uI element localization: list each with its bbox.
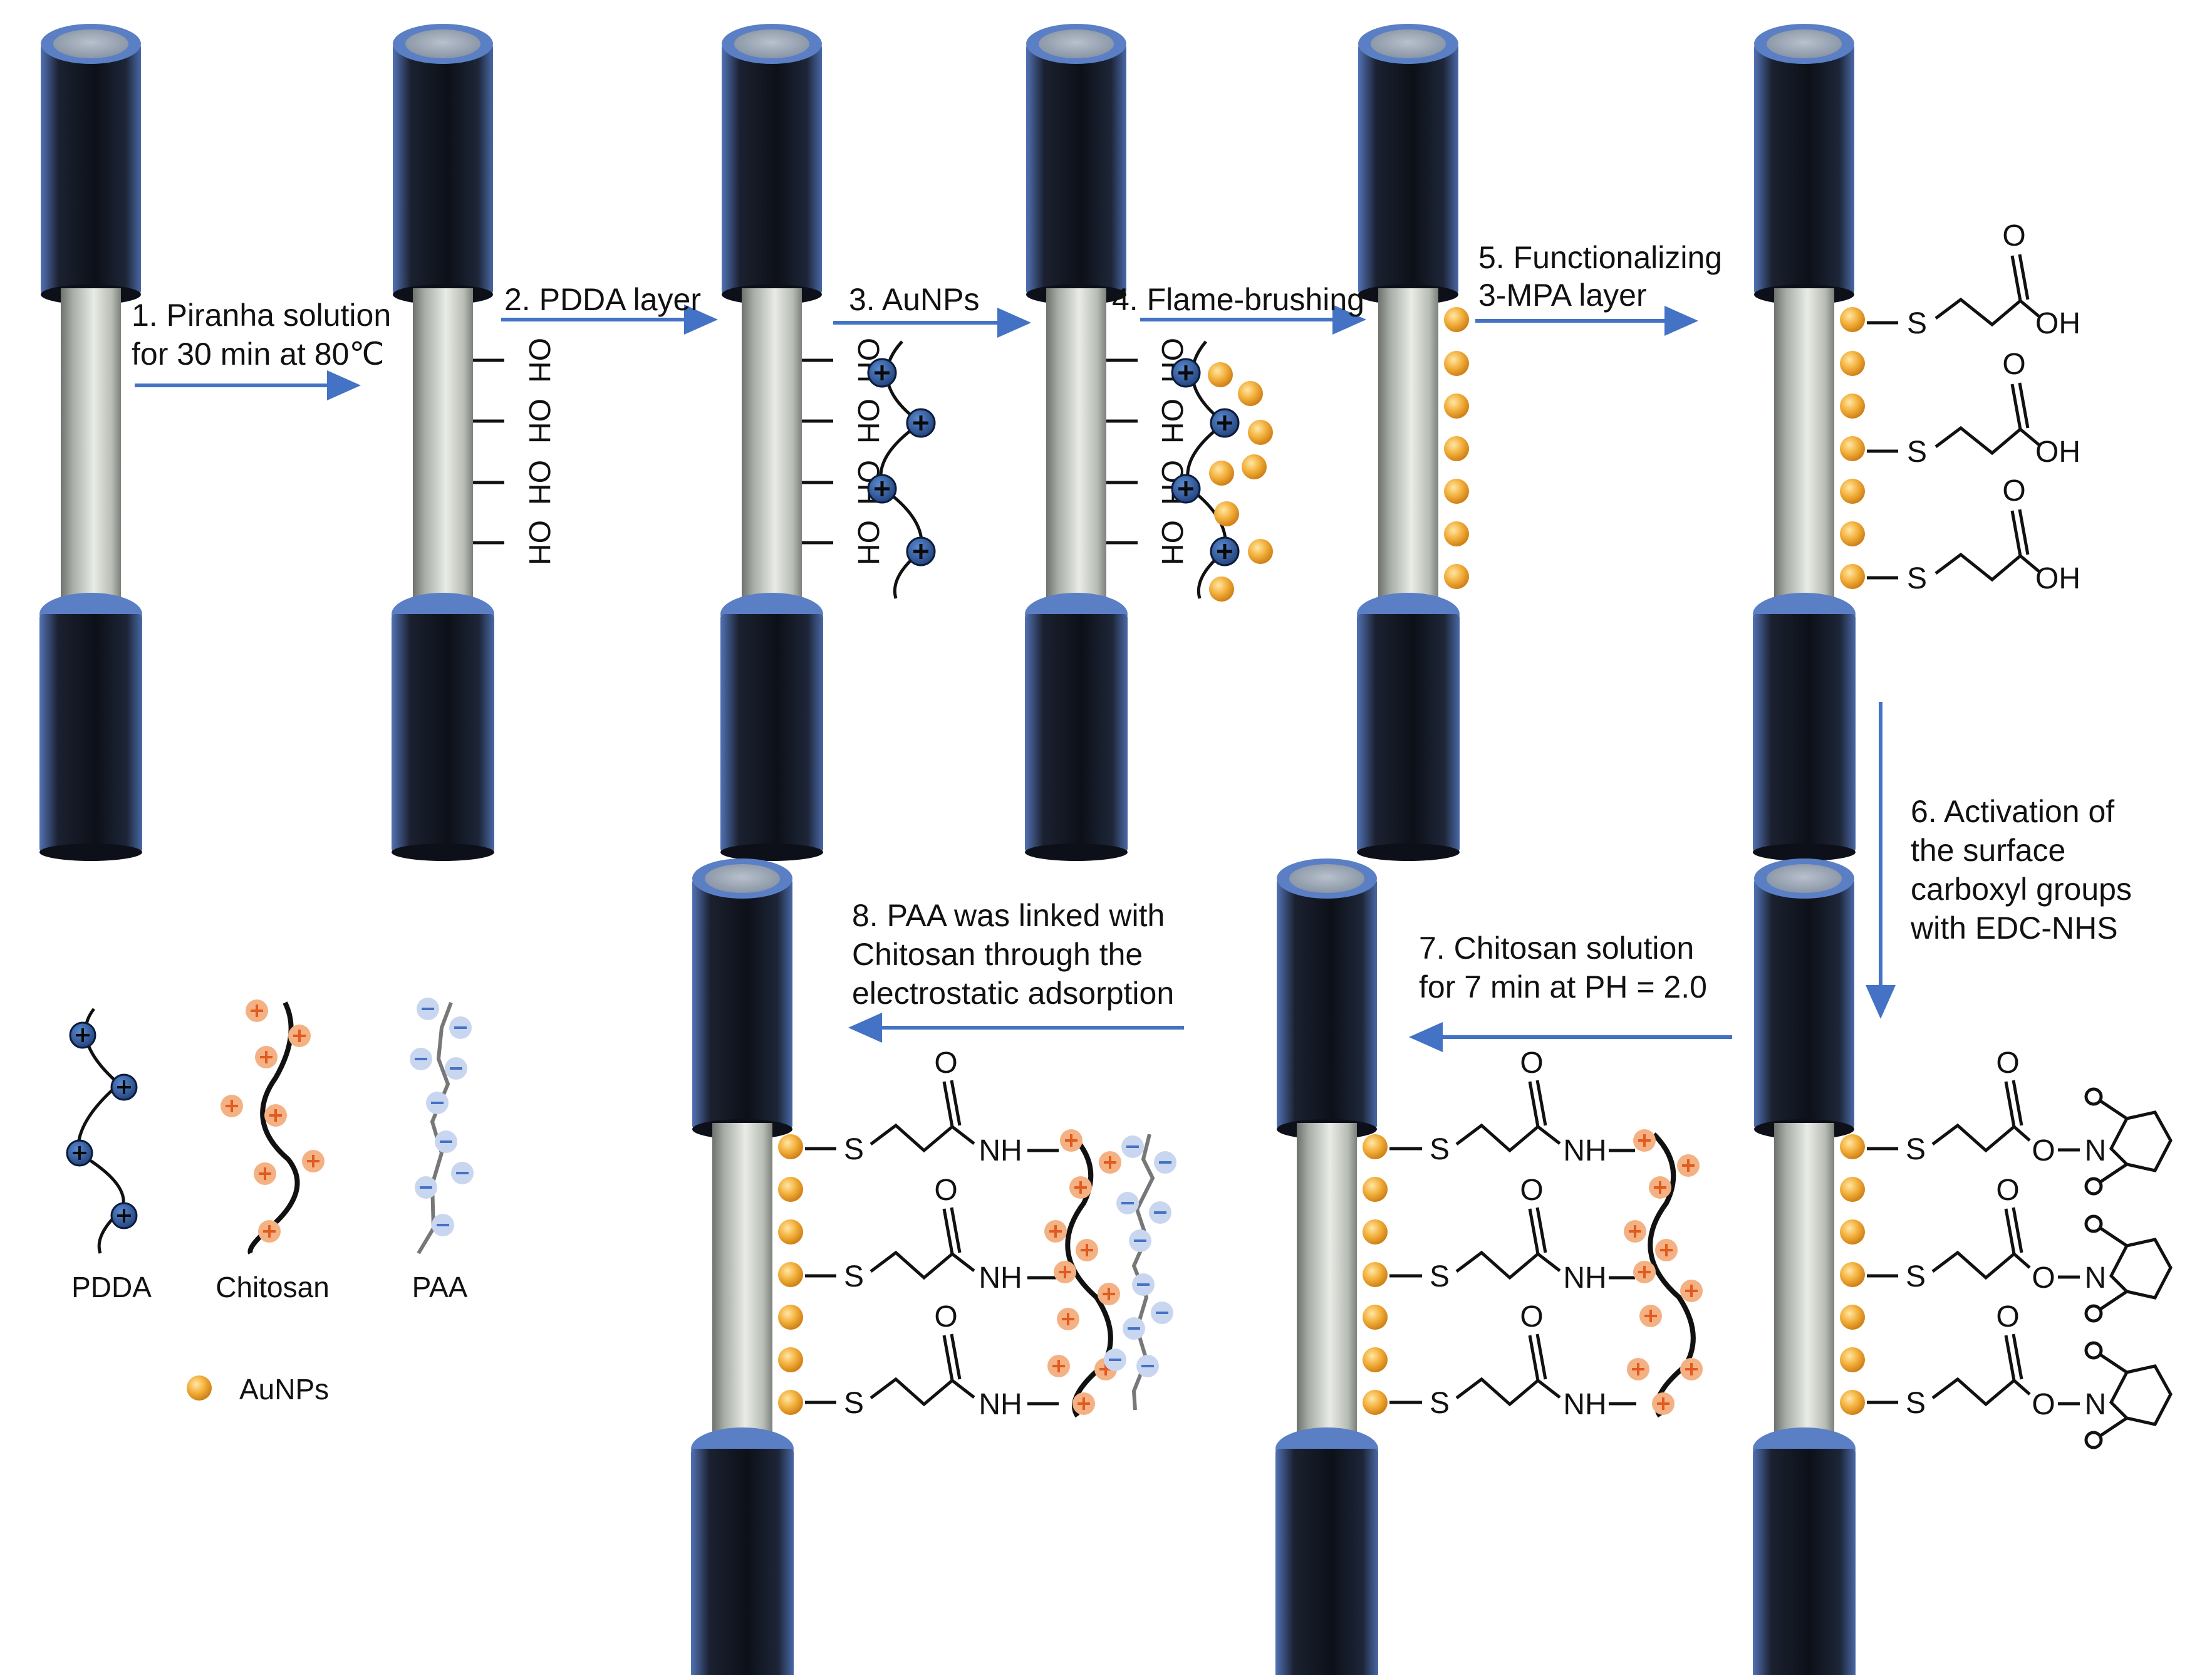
- step6-line2: the surface: [1911, 833, 2065, 868]
- oxygen-atom: O: [2002, 474, 2025, 508]
- aunp-adsorption-fiber4: OH OH OH OH: [1106, 338, 1273, 602]
- sulfur-atom: S: [1907, 436, 1927, 469]
- step6-line4: with EDC-NHS: [1910, 911, 2118, 946]
- aunp-layer-fiber5: [1444, 307, 1469, 589]
- step6-line1: 6. Activation of: [1911, 794, 2114, 829]
- sulfur-atom: S: [1906, 1387, 1926, 1420]
- sulfur-atom: S: [1907, 307, 1927, 340]
- fiber-1: [39, 24, 142, 861]
- oxygen-atom: O: [2002, 348, 2025, 381]
- aunp-cluster: [1208, 362, 1273, 602]
- oh-group: OH: [1155, 399, 1188, 444]
- fiber-5: [1357, 24, 1460, 861]
- sulfur-atom: S: [1430, 1133, 1450, 1166]
- oxygen-atom: O: [934, 1046, 957, 1080]
- oxygen-atom: O: [934, 1174, 957, 1207]
- oxygen-atom: O: [1520, 1300, 1543, 1333]
- pdda-charges: [867, 358, 936, 566]
- sulfur-atom: S: [1906, 1260, 1926, 1293]
- fiber-4: [1025, 24, 1128, 861]
- step1-line1: 1. Piranha solution: [132, 298, 391, 333]
- step2-label: 2. PDDA layer: [504, 282, 701, 317]
- oxygen-atom: O: [1520, 1174, 1543, 1207]
- sulfur-atom: S: [1430, 1387, 1450, 1420]
- step3-label: 3. AuNPs: [849, 282, 979, 317]
- oxygen-atom: O: [1520, 1046, 1543, 1080]
- step7-line1: 7. Chitosan solution: [1419, 931, 1694, 966]
- paa-layer-fiber9: S O NH S O NH S O NH: [778, 1046, 1176, 1421]
- sulfur-atom: S: [1907, 562, 1927, 595]
- legend-aunps-label: AuNPs: [239, 1373, 329, 1406]
- fiber-7: [1753, 858, 1856, 1675]
- sulfur-atom: S: [1430, 1260, 1450, 1293]
- amide-nh: NH: [1563, 1388, 1606, 1421]
- pdda-layer-fiber3: OH OH OH OH: [802, 338, 936, 599]
- legend-aunps: AuNPs: [187, 1373, 329, 1406]
- step4-label: 4. Flame-brushing: [1112, 282, 1364, 317]
- amide-nh: NH: [1563, 1134, 1606, 1167]
- oxygen-atom: O: [2002, 219, 2025, 253]
- oh-group: OH: [522, 460, 556, 505]
- sulfur-atom: S: [1906, 1133, 1926, 1166]
- step1-line2: for 30 min at 80℃: [132, 337, 385, 372]
- amide-nh: NH: [979, 1261, 1022, 1295]
- mpa-layer-fiber6: S O OH S O OH S O OH: [1840, 219, 2080, 595]
- nitrogen-atom: N: [2085, 1261, 2107, 1295]
- oh-group: OH: [851, 520, 885, 565]
- sulfur-atom: S: [844, 1133, 864, 1166]
- step6-line3: carboxyl groups: [1911, 872, 2132, 907]
- step8-line3: electrostatic adsorption: [852, 976, 1174, 1011]
- fiber-9: [691, 858, 794, 1675]
- nhs-ester-layer-fiber7: S O O N S O O N S O O N: [1840, 1046, 2173, 1449]
- fiber-3: [720, 24, 823, 861]
- legend-chitosan-label: Chitosan: [215, 1271, 330, 1303]
- chitosan-charges: [1624, 1129, 1703, 1415]
- amide-nh: NH: [1563, 1261, 1606, 1295]
- hydroxyl-groups-fiber2: OH OH OH OH: [473, 338, 556, 565]
- fiber-8: [1275, 858, 1378, 1675]
- sulfur-atom: S: [844, 1260, 864, 1293]
- legend-pdda: PDDA: [66, 1008, 152, 1303]
- legend-chitosan: Chitosan: [215, 999, 330, 1303]
- legend-pdda-label: PDDA: [71, 1271, 152, 1303]
- hydroxyl-label: OH: [2035, 436, 2080, 469]
- hydroxyl-label: OH: [2035, 307, 2080, 340]
- step7-line2: for 7 min at PH = 2.0: [1419, 969, 1707, 1004]
- ester-oxygen: O: [2032, 1261, 2055, 1295]
- fiber-6: [1753, 24, 1856, 861]
- oh-group: OH: [522, 338, 556, 383]
- chitosan-chain: [1648, 1132, 1696, 1418]
- step5-line2: 3-MPA layer: [1478, 278, 1647, 313]
- nitrogen-atom: N: [2085, 1388, 2107, 1421]
- ester-oxygen: O: [2032, 1134, 2055, 1167]
- chitosan-chain: [1065, 1132, 1113, 1418]
- sulfur-atom: S: [844, 1387, 864, 1420]
- oh-group: OH: [1155, 520, 1188, 565]
- oxygen-atom: O: [1996, 1300, 2019, 1333]
- amide-nh: NH: [979, 1388, 1022, 1421]
- legend: PDDA: [66, 998, 474, 1406]
- oxygen-atom: O: [1996, 1046, 2019, 1080]
- oxygen-atom: O: [934, 1300, 957, 1333]
- step5-line1: 5. Functionalizing: [1478, 240, 1722, 275]
- legend-paa: PAA: [410, 998, 474, 1303]
- step8-line2: Chitosan through the: [852, 937, 1143, 972]
- legend-paa-label: PAA: [412, 1271, 468, 1303]
- amide-nh: NH: [979, 1134, 1022, 1167]
- nitrogen-atom: N: [2085, 1134, 2107, 1167]
- step8-line1: 8. PAA was linked with: [852, 898, 1165, 933]
- fiber-2: [392, 24, 494, 861]
- oh-group: OH: [851, 399, 885, 444]
- hydroxyl-label: OH: [2035, 562, 2080, 595]
- chitosan-layer-fiber8: S O NH S O NH S O NH: [1363, 1046, 1703, 1421]
- oxygen-atom: O: [1996, 1174, 2019, 1207]
- oh-group: OH: [522, 399, 556, 444]
- oh-group: OH: [522, 520, 556, 565]
- ester-oxygen: O: [2032, 1388, 2055, 1421]
